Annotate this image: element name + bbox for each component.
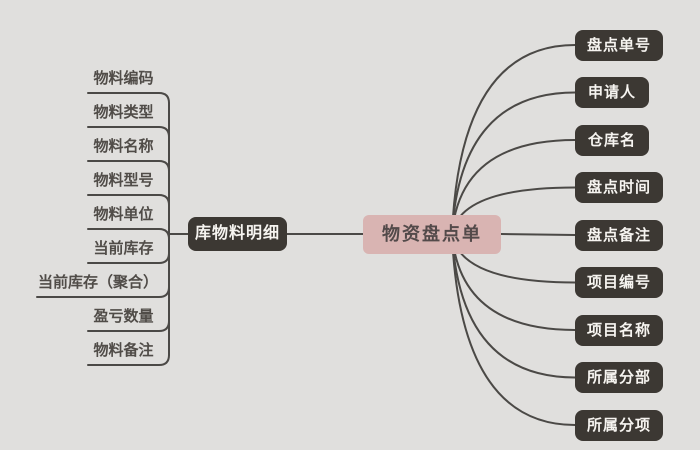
right-child-node[interactable]: 项目编号 bbox=[575, 267, 663, 298]
left-child-node[interactable]: 物料编码 bbox=[93, 70, 154, 87]
right-child-node[interactable]: 申请人 bbox=[575, 77, 649, 108]
left-child-node[interactable]: 物料单位 bbox=[93, 206, 154, 223]
right-child-node[interactable]: 盘点单号 bbox=[575, 30, 663, 61]
left-child-node[interactable]: 盈亏数量 bbox=[93, 308, 154, 325]
left-child-node[interactable]: 当前库存（聚合） bbox=[37, 274, 158, 291]
right-child-node[interactable]: 项目名称 bbox=[575, 315, 663, 346]
left-child-node[interactable]: 物料类型 bbox=[93, 104, 154, 121]
left-child-node[interactable]: 物料型号 bbox=[93, 172, 154, 189]
right-child-node[interactable]: 盘点时间 bbox=[575, 172, 663, 203]
right-child-node[interactable]: 仓库名 bbox=[575, 125, 649, 156]
right-child-node[interactable]: 盘点备注 bbox=[575, 220, 663, 251]
left-child-node[interactable]: 物料备注 bbox=[93, 342, 154, 359]
central-topic-node[interactable]: 物资盘点单 bbox=[363, 215, 501, 254]
left-child-node[interactable]: 物料名称 bbox=[93, 138, 154, 155]
right-child-node[interactable]: 所属分项 bbox=[575, 410, 663, 441]
right-child-node[interactable]: 所属分部 bbox=[575, 362, 663, 393]
left-child-node[interactable]: 当前库存 bbox=[93, 240, 154, 257]
left-branch-node[interactable]: 库物料明细 bbox=[188, 217, 287, 251]
